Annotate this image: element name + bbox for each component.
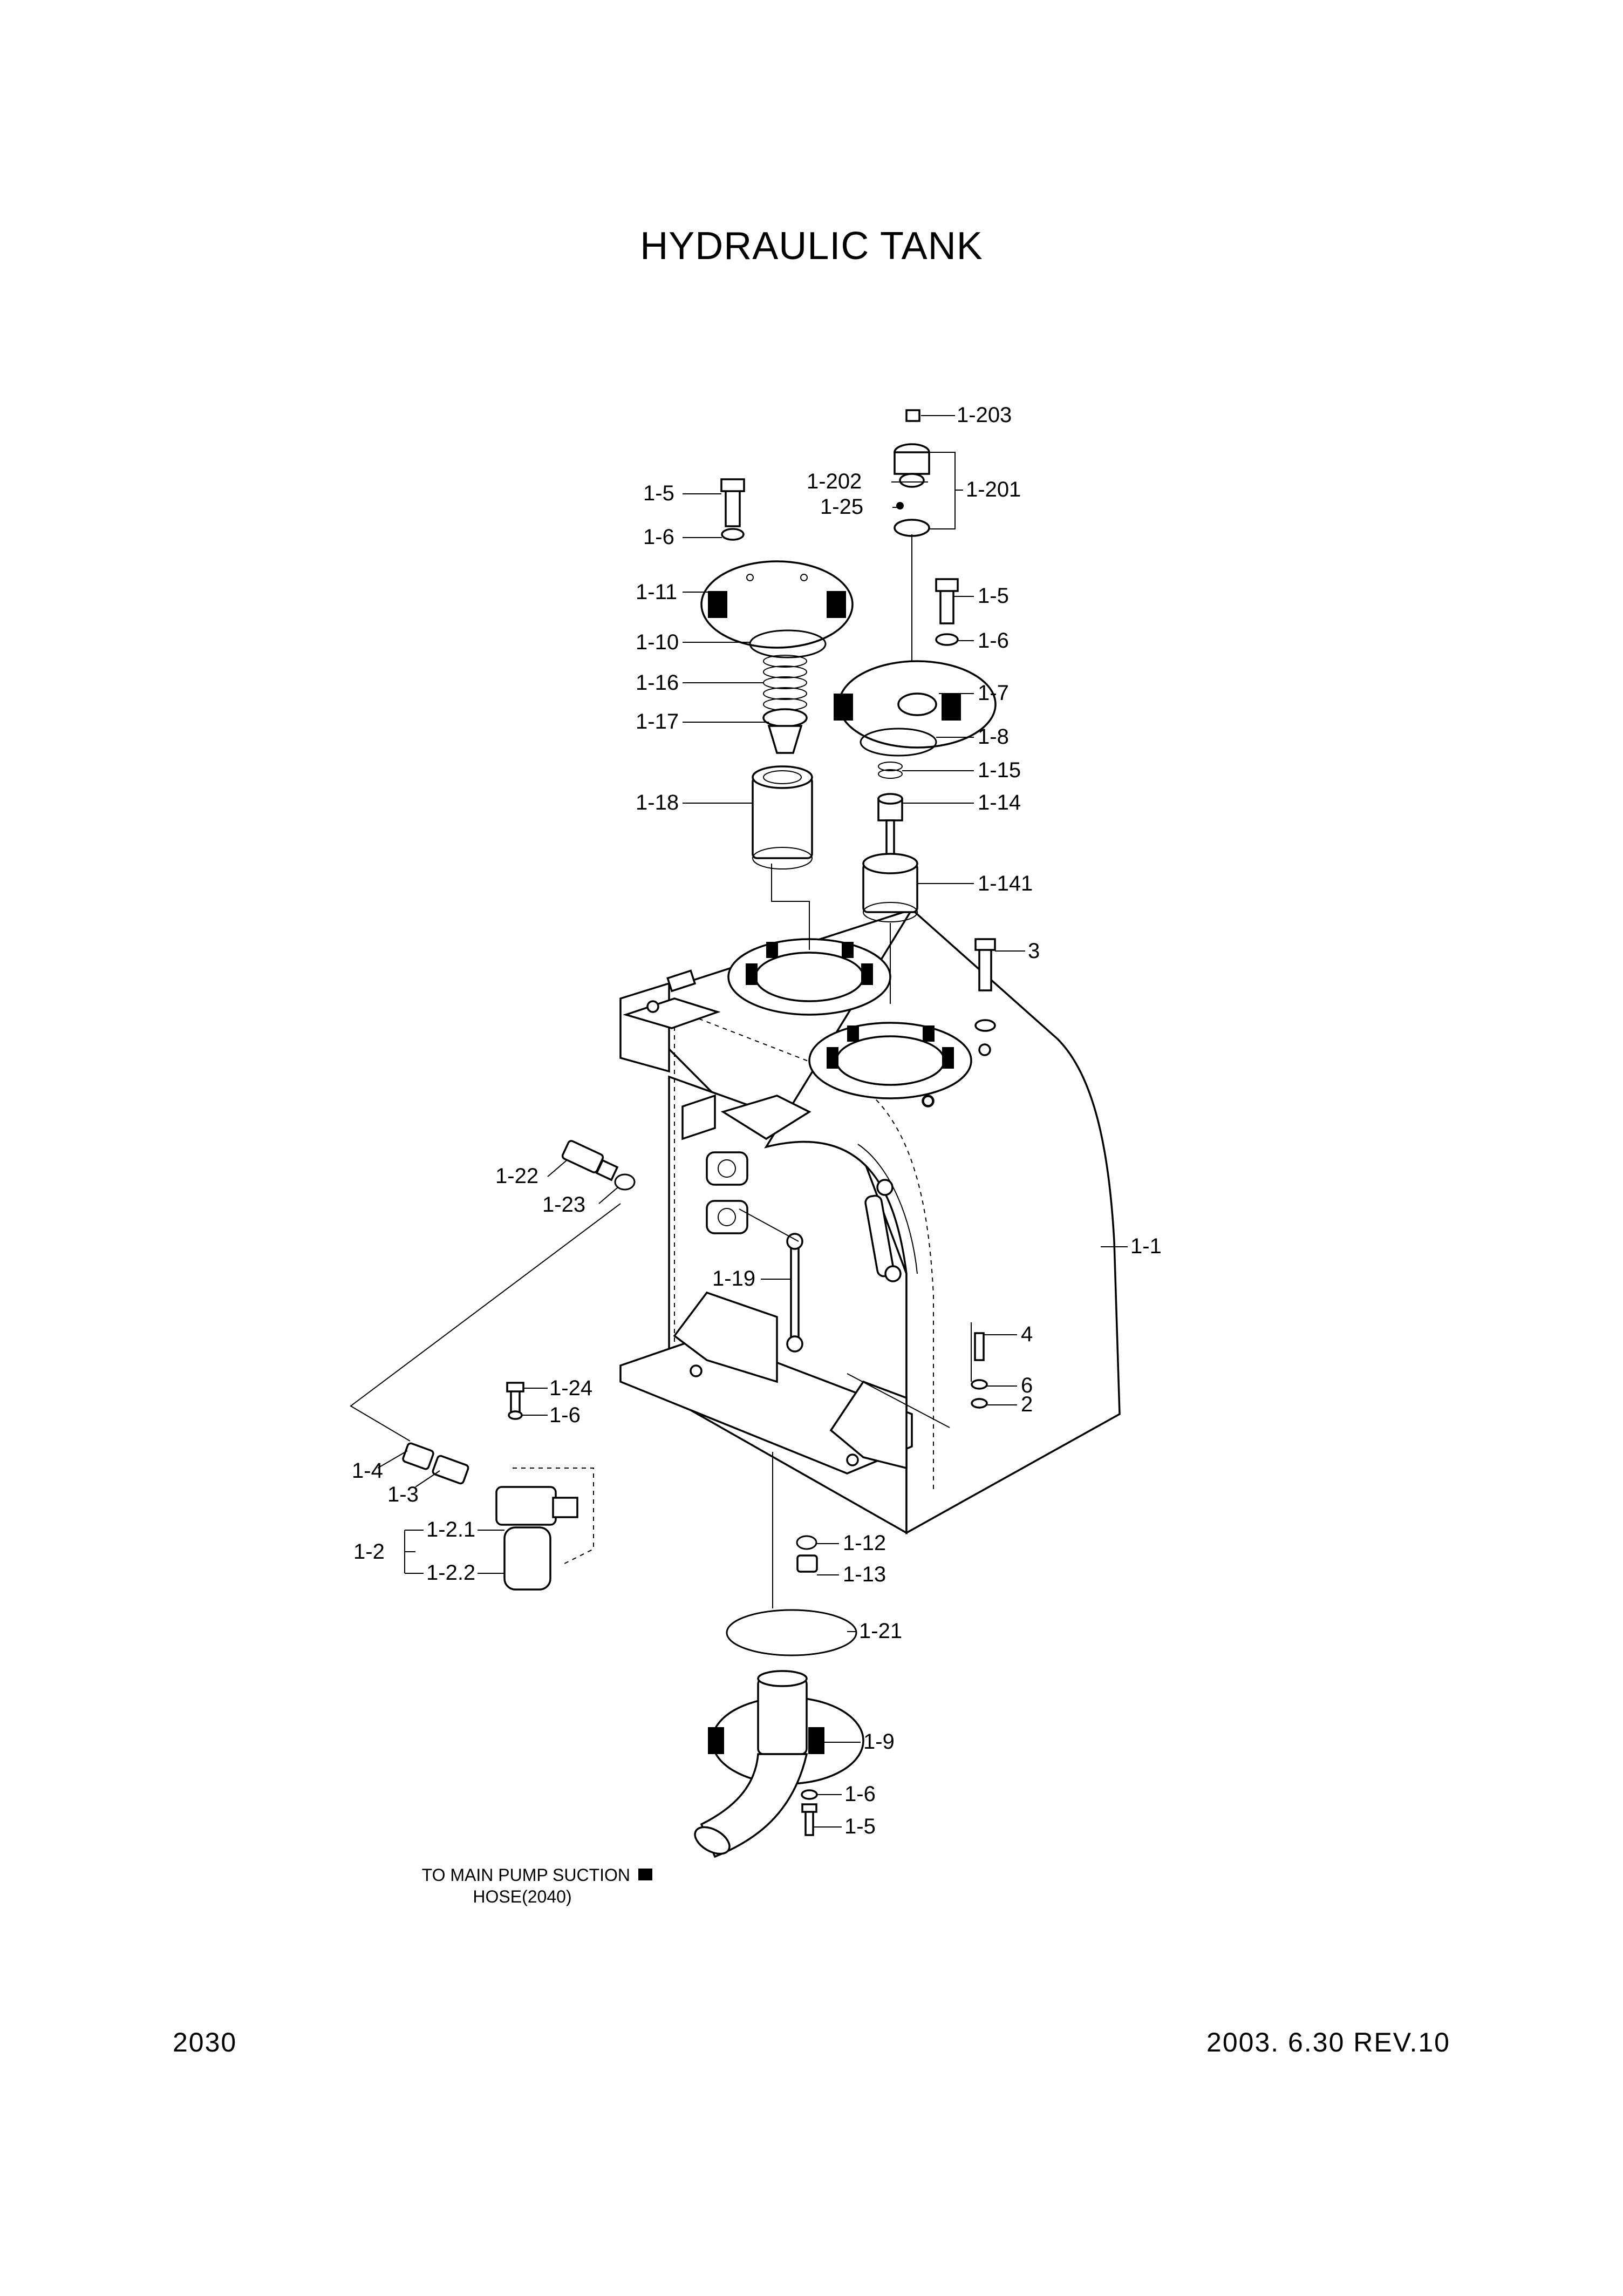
callout-1-6-right: 1-6: [978, 629, 1009, 653]
side-fittings: [350, 1140, 988, 1880]
callout-1-21: 1-21: [859, 1619, 902, 1643]
callout-2: 2: [1021, 1392, 1033, 1416]
revision-date: 2003. 6.30 REV.10: [1206, 2027, 1450, 2057]
callout-1-141: 1-141: [978, 872, 1033, 895]
callout-1-16: 1-16: [636, 671, 679, 695]
callout-1-2-1: 1-2.1: [426, 1518, 475, 1541]
callout-1-22: 1-22: [495, 1164, 538, 1188]
callout-1-14: 1-14: [978, 791, 1021, 814]
page-number: 2030: [173, 2027, 237, 2057]
callout-1-25: 1-25: [820, 495, 863, 519]
callout-1-18: 1-18: [636, 791, 679, 814]
page-title: HYDRAULIC TANK: [640, 225, 983, 268]
tank-top-opening-right: [808, 1022, 972, 1107]
callout-1-15: 1-15: [978, 758, 1021, 782]
callout-1-5-right: 1-5: [978, 584, 1009, 608]
callout-1-9: 1-9: [863, 1730, 895, 1754]
callout-1-5-left: 1-5: [643, 481, 674, 505]
callout-1-6-left: 1-6: [643, 525, 674, 549]
callout-1-11: 1-11: [636, 580, 677, 604]
tank-top-opening-left: [727, 938, 891, 1016]
callout-1-12: 1-12: [843, 1531, 886, 1555]
callout-1-23: 1-23: [542, 1193, 585, 1217]
callout-1-1: 1-1: [1130, 1234, 1162, 1258]
callout-1-202: 1-202: [807, 470, 862, 493]
callout-1-2-2: 1-2.2: [426, 1561, 475, 1585]
callout-1-5-bottom: 1-5: [844, 1815, 876, 1838]
callout-6: 6: [1021, 1374, 1033, 1397]
callout-1-13: 1-13: [843, 1563, 886, 1586]
tank-body: [619, 908, 1121, 1535]
callout-1-6-lower: 1-6: [549, 1403, 581, 1427]
callout-1-24: 1-24: [549, 1376, 592, 1400]
right-cover-assembly: [834, 409, 997, 1032]
callout-1-19: 1-19: [712, 1267, 755, 1290]
callout-1-10: 1-10: [636, 630, 679, 654]
callout-1-6-bottom: 1-6: [844, 1782, 876, 1806]
callout-1-3: 1-3: [387, 1483, 419, 1506]
callout-1-7: 1-7: [978, 681, 1009, 705]
callout-1-8: 1-8: [978, 725, 1009, 749]
note-line-2: HOSE(2040): [473, 1887, 571, 1906]
callout-3: 3: [1028, 939, 1040, 963]
callout-1-201: 1-201: [966, 478, 1021, 501]
note-line-1: TO MAIN PUMP SUCTION: [422, 1865, 630, 1885]
left-cover-assembly: [700, 478, 854, 950]
callout-1-17: 1-17: [636, 710, 679, 733]
suction-hose-note: TO MAIN PUMP SUCTION HOSE(2040): [422, 1865, 630, 1906]
callout-1-2: 1-2: [353, 1540, 385, 1564]
callout-leaders: [377, 415, 1128, 1828]
callout-4: 4: [1021, 1322, 1033, 1346]
callout-1-203: 1-203: [957, 403, 1012, 427]
callout-labels: 1-203 1-202 1-201 1-25 1-5 1-6 1-11 1-10…: [352, 403, 1162, 1838]
callout-1-4: 1-4: [352, 1459, 383, 1483]
